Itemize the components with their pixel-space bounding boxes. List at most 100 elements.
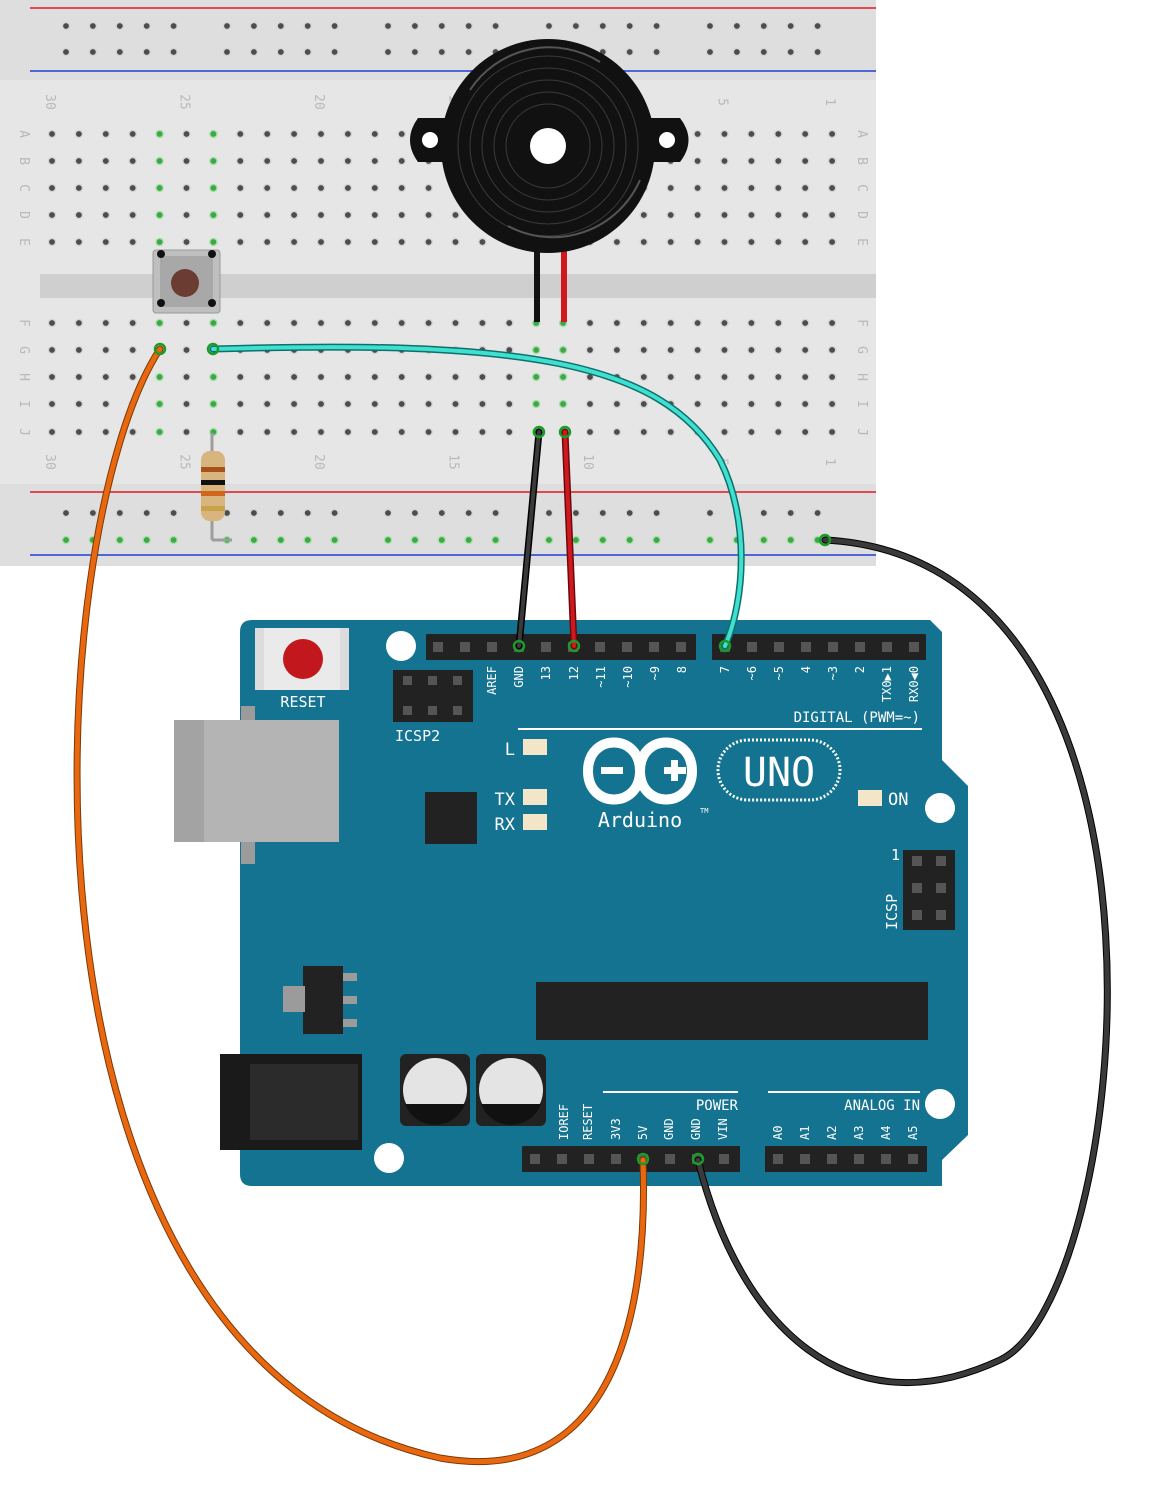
breadboard-hole[interactable]	[451, 372, 460, 382]
breadboard-hole[interactable]	[397, 129, 407, 139]
breadboard-hole[interactable]	[316, 156, 326, 166]
breadboard-hole[interactable]	[383, 47, 393, 57]
breadboard-hole[interactable]	[639, 399, 649, 409]
breadboard-hole[interactable]	[169, 535, 178, 545]
breadboard-hole[interactable]	[276, 21, 286, 31]
breadboard-hole[interactable]	[813, 21, 822, 31]
breadboard-hole[interactable]	[61, 535, 71, 545]
header-pin[interactable]	[433, 642, 443, 652]
breadboard-hole[interactable]	[74, 345, 84, 355]
breadboard-hole[interactable]	[437, 21, 447, 31]
breadboard-hole[interactable]	[128, 156, 137, 166]
breadboard-hole[interactable]	[303, 47, 313, 57]
breadboard-hole[interactable]	[88, 47, 98, 57]
breadboard-hole[interactable]	[464, 47, 474, 57]
breadboard-hole[interactable]	[209, 129, 218, 139]
header-pin[interactable]	[909, 642, 919, 652]
breadboard-hole[interactable]	[720, 156, 729, 166]
breadboard-hole[interactable]	[88, 508, 98, 518]
breadboard-hole[interactable]	[101, 237, 111, 247]
breadboard-hole[interactable]	[74, 318, 84, 328]
breadboard-hole[interactable]	[142, 21, 151, 31]
breadboard-hole[interactable]	[693, 399, 702, 409]
breadboard-hole[interactable]	[74, 427, 84, 437]
breadboard-hole[interactable]	[827, 183, 837, 193]
breadboard-hole[interactable]	[827, 345, 837, 355]
breadboard-hole[interactable]	[827, 318, 837, 328]
breadboard-hole[interactable]	[774, 318, 783, 328]
breadboard-hole[interactable]	[504, 399, 514, 409]
breadboard-hole[interactable]	[424, 399, 433, 409]
breadboard-hole[interactable]	[101, 183, 111, 193]
breadboard-hole[interactable]	[316, 210, 326, 220]
reset-button-cap[interactable]	[283, 639, 323, 679]
breadboard-hole[interactable]	[262, 427, 272, 437]
breadboard-hole[interactable]	[747, 399, 756, 409]
breadboard-hole[interactable]	[155, 372, 164, 382]
breadboard-hole[interactable]	[101, 156, 111, 166]
breadboard-hole[interactable]	[370, 237, 380, 247]
breadboard-hole[interactable]	[774, 345, 783, 355]
breadboard-hole[interactable]	[652, 535, 661, 545]
breadboard-hole[interactable]	[747, 318, 756, 328]
breadboard-hole[interactable]	[128, 183, 137, 193]
breadboard-hole[interactable]	[397, 210, 407, 220]
breadboard-hole[interactable]	[209, 210, 218, 220]
breadboard-hole[interactable]	[370, 210, 380, 220]
breadboard-hole[interactable]	[262, 129, 272, 139]
breadboard-hole[interactable]	[397, 399, 407, 409]
breadboard-hole[interactable]	[61, 21, 71, 31]
breadboard-hole[interactable]	[289, 318, 299, 328]
breadboard-hole[interactable]	[827, 372, 837, 382]
breadboard-hole[interactable]	[800, 427, 810, 437]
breadboard-hole[interactable]	[316, 183, 326, 193]
breadboard-hole[interactable]	[370, 427, 380, 437]
header-pin[interactable]	[676, 642, 686, 652]
breadboard-hole[interactable]	[424, 318, 433, 328]
breadboard-hole[interactable]	[639, 345, 649, 355]
breadboard-hole[interactable]	[720, 372, 729, 382]
header-pin[interactable]	[773, 1154, 783, 1164]
breadboard-hole[interactable]	[759, 21, 769, 31]
breadboard-hole[interactable]	[705, 21, 715, 31]
breadboard-hole[interactable]	[800, 318, 810, 328]
header-pin[interactable]	[530, 1154, 540, 1164]
breadboard-hole[interactable]	[47, 427, 57, 437]
breadboard-hole[interactable]	[74, 237, 84, 247]
breadboard-hole[interactable]	[330, 535, 339, 545]
breadboard-hole[interactable]	[800, 129, 810, 139]
header-pin[interactable]	[622, 642, 632, 652]
breadboard-hole[interactable]	[800, 210, 810, 220]
breadboard-hole[interactable]	[303, 21, 313, 31]
breadboard-hole[interactable]	[747, 156, 756, 166]
breadboard-hole[interactable]	[101, 318, 111, 328]
breadboard-hole[interactable]	[142, 47, 151, 57]
breadboard-hole[interactable]	[491, 21, 500, 31]
breadboard-hole[interactable]	[343, 156, 353, 166]
breadboard-hole[interactable]	[424, 210, 433, 220]
breadboard-hole[interactable]	[303, 508, 313, 518]
header-pin[interactable]	[800, 1154, 810, 1164]
breadboard-hole[interactable]	[182, 210, 191, 220]
breadboard-hole[interactable]	[330, 508, 339, 518]
breadboard-hole[interactable]	[705, 535, 715, 545]
breadboard-hole[interactable]	[531, 345, 541, 355]
breadboard-hole[interactable]	[666, 427, 676, 437]
breadboard-hole[interactable]	[128, 427, 137, 437]
breadboard-hole[interactable]	[128, 237, 137, 247]
breadboard-hole[interactable]	[612, 427, 622, 437]
breadboard-hole[interactable]	[383, 535, 393, 545]
breadboard-hole[interactable]	[128, 210, 137, 220]
breadboard-hole[interactable]	[343, 183, 353, 193]
header-pin[interactable]	[487, 642, 497, 652]
breadboard-hole[interactable]	[276, 508, 286, 518]
breadboard-hole[interactable]	[101, 427, 111, 437]
breadboard-hole[interactable]	[383, 21, 393, 31]
breadboard-hole[interactable]	[370, 318, 380, 328]
breadboard-hole[interactable]	[101, 399, 111, 409]
breadboard-hole[interactable]	[786, 47, 796, 57]
breadboard-hole[interactable]	[209, 399, 218, 409]
breadboard-hole[interactable]	[693, 210, 702, 220]
breadboard-hole[interactable]	[732, 47, 742, 57]
breadboard-hole[interactable]	[249, 508, 259, 518]
